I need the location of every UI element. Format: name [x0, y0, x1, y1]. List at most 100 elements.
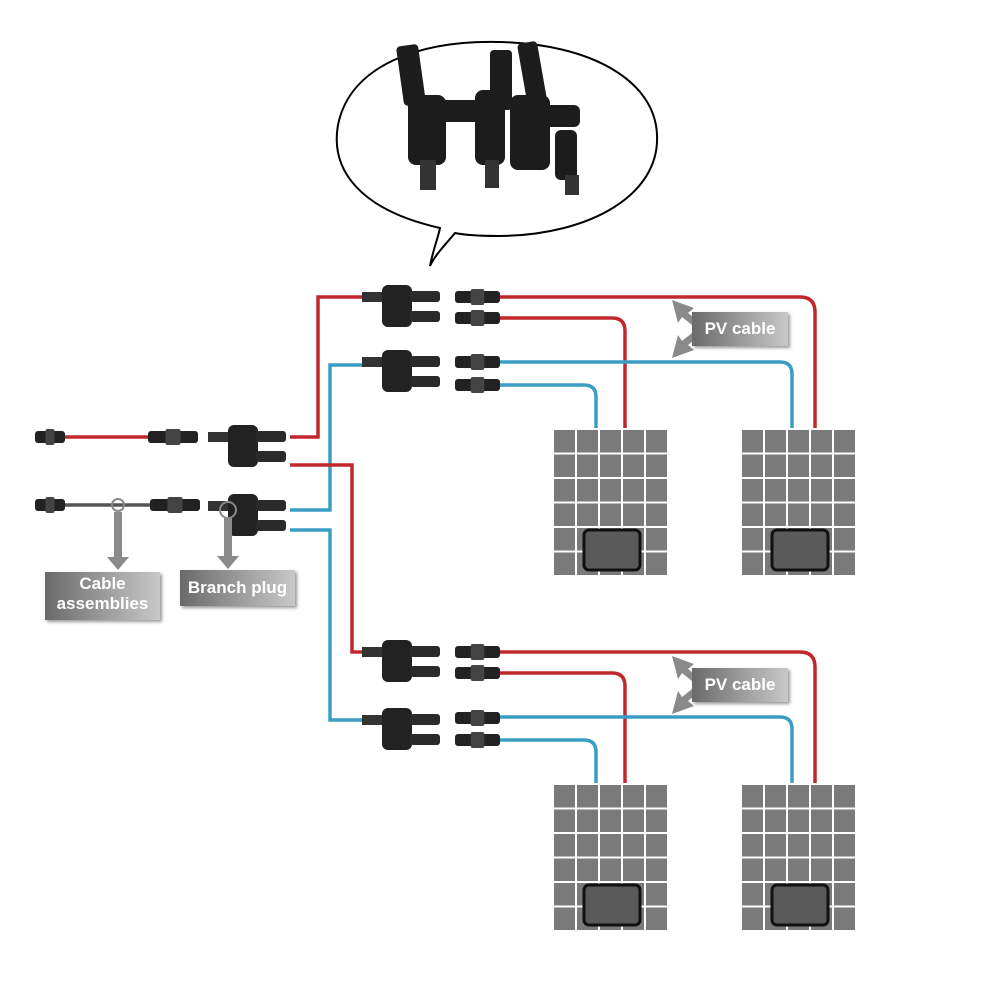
solar-cell [623, 479, 644, 502]
cable-assemblies-label: Cable assemblies [45, 572, 160, 620]
cable-wire [500, 383, 598, 532]
solar-cell [834, 809, 855, 832]
branch-stem [362, 647, 384, 657]
solar-panel [552, 783, 668, 933]
solar-cell [554, 883, 575, 906]
connector-nut [470, 644, 485, 660]
solar-cell [623, 858, 644, 881]
solar-cell [577, 834, 598, 857]
branch-out [410, 646, 440, 657]
branch-out [256, 431, 286, 442]
connector-nut [165, 429, 181, 445]
solar-cell [646, 785, 667, 808]
branch-body [228, 494, 258, 536]
solar-cell [834, 552, 855, 575]
solar-cell [765, 785, 786, 808]
solar-cell [788, 503, 809, 526]
solar-cell [834, 430, 855, 453]
solar-cell [646, 809, 667, 832]
solar-cell [834, 454, 855, 477]
solar-cell [623, 834, 644, 857]
mc4-connector [455, 310, 500, 326]
solar-cell [600, 503, 621, 526]
cable-wire [500, 650, 817, 887]
branch-out [410, 734, 440, 745]
solar-cell [811, 834, 832, 857]
solar-cell [600, 430, 621, 453]
arrow-icon [672, 689, 698, 714]
solar-cell [577, 479, 598, 502]
connector-nut [470, 377, 485, 393]
branch-out [410, 714, 440, 725]
solar-cell [765, 858, 786, 881]
solar-cell [600, 479, 621, 502]
solar-cell [765, 834, 786, 857]
solar-cell [554, 430, 575, 453]
connector-nut [470, 732, 485, 748]
solar-cell [811, 430, 832, 453]
branch-connector [362, 708, 440, 750]
branch-body [382, 285, 412, 327]
mc4-connector [455, 354, 500, 370]
solar-cell [577, 454, 598, 477]
solar-cell [646, 503, 667, 526]
solar-cell [788, 858, 809, 881]
solar-cell [554, 528, 575, 551]
solar-cell [811, 858, 832, 881]
branch-body [228, 425, 258, 467]
branch-connector-photo [396, 41, 580, 195]
solar-cell [765, 809, 786, 832]
branch-out [256, 520, 286, 531]
pv-cable-label-bottom: PV cable [692, 668, 788, 702]
solar-cell [788, 834, 809, 857]
cable-wire [500, 715, 794, 887]
connector-nut [45, 497, 55, 513]
branch-out [410, 291, 440, 302]
branch-out [410, 311, 440, 322]
solar-cell [742, 479, 763, 502]
junction-box [582, 883, 642, 927]
arrow-icon [672, 656, 698, 681]
solar-cell [600, 834, 621, 857]
solar-cell [811, 503, 832, 526]
solar-cell [646, 883, 667, 906]
solar-cell [554, 479, 575, 502]
solar-cell [742, 809, 763, 832]
branch-connector [362, 640, 440, 682]
solar-cell [577, 430, 598, 453]
solar-cell [742, 552, 763, 575]
solar-cell [646, 858, 667, 881]
solar-cell [554, 454, 575, 477]
junction-box [770, 528, 830, 572]
branch-stem [362, 715, 384, 725]
arrow-icon [217, 518, 239, 569]
solar-cell [788, 430, 809, 453]
cable-wire [500, 738, 598, 887]
solar-cell [554, 907, 575, 930]
solar-cell [788, 454, 809, 477]
branch-body [382, 350, 412, 392]
solar-cell [742, 907, 763, 930]
cable-wire [500, 316, 627, 532]
junction-box [582, 528, 642, 572]
solar-cell [623, 503, 644, 526]
cable-wire [500, 360, 794, 532]
solar-cell [600, 785, 621, 808]
solar-cell [765, 454, 786, 477]
solar-cell [742, 528, 763, 551]
solar-cell [811, 809, 832, 832]
solar-cell [623, 454, 644, 477]
connector-nut [470, 354, 485, 370]
solar-cell [646, 552, 667, 575]
solar-cell [646, 454, 667, 477]
solar-cell [646, 907, 667, 930]
connector-nut [470, 289, 485, 305]
branch-stem [362, 292, 384, 302]
cable-wire [290, 295, 362, 439]
cable-wire [290, 363, 362, 512]
mc4-connector [455, 710, 500, 726]
solar-cell [765, 479, 786, 502]
cable-wire [500, 671, 627, 887]
